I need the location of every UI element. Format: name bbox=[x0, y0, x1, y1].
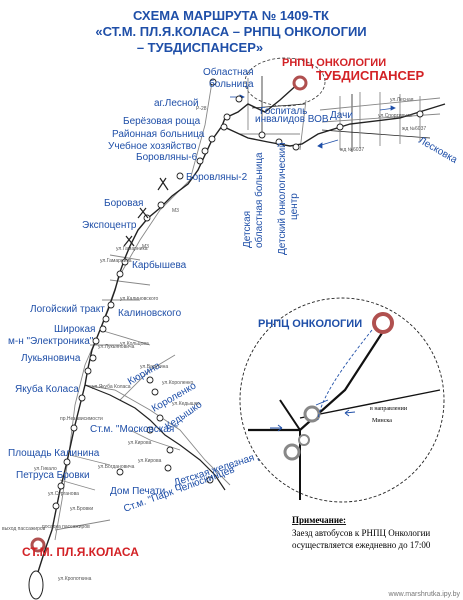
stop-yakuba-kolasa: Якуба Коласа bbox=[15, 383, 79, 395]
stop-war-veterans-hospital-1: Госпиталь bbox=[260, 106, 307, 117]
oncology-zoom-marker bbox=[244, 57, 326, 107]
stop-markers bbox=[52, 78, 424, 510]
terminal-loop bbox=[28, 570, 44, 600]
map-title-line-3: – ТУБДИСПАНСЕР» bbox=[137, 40, 263, 55]
note-line-2: осуществляется ежедневно до 17:00 bbox=[292, 540, 431, 550]
street-label-9: пр.Независимости bbox=[60, 416, 103, 422]
street-label-24: М3 bbox=[172, 208, 179, 214]
stop-borovaya: Боровая bbox=[104, 198, 143, 209]
inset-arrow-2 bbox=[344, 409, 356, 417]
street-label-0: ул.Лесная bbox=[390, 97, 414, 103]
stop-press-house: Дом Печати bbox=[110, 486, 165, 497]
stop-oblastnaya-2: больница bbox=[209, 78, 254, 90]
stop-lukyanovicha: Лукьяновича bbox=[21, 353, 81, 364]
inset-direction-line-2: Минска bbox=[372, 418, 392, 424]
oncology-inset: РНПЦ ОНКОЛОГИИ в направлении Минска bbox=[239, 297, 445, 503]
map-title-line-1: СХЕМА МАРШРУТА № 1409-ТК bbox=[133, 8, 329, 23]
stop-childrens-oncology-2: центр bbox=[289, 193, 300, 220]
street-label-19: ул.Кропоткина bbox=[58, 576, 92, 582]
street-label-25: М3 bbox=[142, 244, 149, 250]
inset-direction-line-1: в направлении bbox=[370, 406, 408, 412]
stop-karbysheva: Карбышева bbox=[132, 259, 187, 271]
inset-arrow-1 bbox=[270, 424, 283, 432]
stop-childrens-regional-hospital-1: Детская bbox=[242, 211, 253, 248]
street-label-1: ул.Спортивная bbox=[378, 113, 413, 119]
route-branch-tub bbox=[221, 103, 446, 147]
note-heading: Примечание: bbox=[292, 515, 346, 525]
stop-brovki: Петруса Бровки bbox=[16, 470, 90, 481]
street-label-3: жд №6037 bbox=[402, 126, 426, 132]
start-stop-marker bbox=[30, 537, 46, 553]
stop-oblastnaya-1: Областная bbox=[203, 66, 254, 78]
stop-leskovka: Лесковка bbox=[417, 135, 460, 166]
stop-training-farm: Учебное хозяйство bbox=[108, 140, 197, 152]
stop-logoisk-tract: Логойский тракт bbox=[30, 304, 105, 315]
tub-label: ТУБДИСПАНСЕР bbox=[316, 68, 425, 83]
inset-oncology-label: РНПЦ ОНКОЛОГИИ bbox=[258, 318, 362, 330]
street-label-6: ул.Лукьяновича bbox=[98, 344, 135, 350]
map-title-line-2: «СТ.М. ПЛ.Я.КОЛАСА – РНПЦ ОНКОЛОГИИ bbox=[95, 24, 366, 39]
inset-cross-road bbox=[279, 399, 301, 500]
street-label-18: посадка пассажиров bbox=[42, 524, 90, 530]
start-label: СТ.М. ПЛ.Я.КОЛАСА bbox=[22, 545, 139, 559]
street-labels: ул.Лесная ул.Спортивная жд №6037 жд №603… bbox=[2, 97, 426, 582]
stop-lesnoy: аг.Лесной bbox=[154, 98, 199, 109]
stop-war-veterans-hospital-2: инвалидов ВОВ bbox=[255, 114, 329, 125]
watermark: www.marshrutka.ipy.by bbox=[388, 591, 461, 598]
road-network bbox=[54, 78, 441, 541]
stop-borovlyany-2: Боровляны-2 bbox=[186, 172, 248, 183]
street-label-15: ул.Богдановича bbox=[98, 464, 135, 470]
street-label-14: ул.Кирова bbox=[138, 458, 162, 464]
street-label-21: ул.Гикало bbox=[34, 466, 57, 472]
oncology-label: РНПЦ ОНКОЛОГИИ bbox=[282, 57, 386, 69]
street-label-23: Р-28 bbox=[196, 106, 207, 112]
stop-kalinovskogo: Калиновского bbox=[118, 308, 182, 319]
stop-dachi: Дачи bbox=[330, 110, 353, 121]
street-label-2: жд №6037 bbox=[340, 147, 364, 153]
stop-electronika: м-н "Электроника" bbox=[8, 336, 94, 347]
stop-borovlyany-6: Боровляны-6 bbox=[136, 152, 198, 163]
inset-oncology-marker bbox=[372, 312, 394, 334]
street-label-5: ул.Калиновского bbox=[120, 296, 158, 302]
stop-shirokaya: Широкая bbox=[54, 324, 95, 335]
stop-moskovskaya: Ст.м. "Московская" bbox=[90, 424, 178, 435]
inset-stop-3 bbox=[298, 434, 310, 446]
inset-arrow-3 bbox=[315, 399, 329, 406]
junction-markers bbox=[123, 177, 169, 247]
street-label-11: ул.Короленко bbox=[162, 380, 194, 386]
street-label-12: ул.Кедышко bbox=[172, 401, 200, 407]
stop-district-hospital: Районная больница bbox=[112, 128, 205, 140]
street-label-20: ул.Бровки bbox=[70, 506, 93, 512]
oncology-stop-marker bbox=[292, 75, 308, 91]
inset-route-dashed bbox=[317, 329, 373, 421]
inset-main-road bbox=[248, 329, 385, 432]
street-label-10: ул.Ватутина bbox=[140, 364, 168, 370]
inset-stop-1 bbox=[303, 405, 321, 423]
stop-childrens-regional-hospital-2: областная больница bbox=[253, 152, 265, 248]
stop-expocenter: Экспоцентр bbox=[82, 220, 137, 231]
street-label-13: ул.Кирова bbox=[128, 440, 152, 446]
stop-childrens-oncology-1: Детский онкологический bbox=[277, 142, 288, 255]
street-label-8: ул.Якуба Коласа bbox=[92, 384, 131, 390]
stop-kalinina-square: Площадь Калинина bbox=[8, 448, 100, 459]
inset-stop-2 bbox=[283, 443, 301, 461]
stop-birch-grove: Берёзовая роща bbox=[123, 116, 201, 127]
street-label-17: выход пассажиров bbox=[2, 526, 46, 532]
street-label-16: ул.Сурганова bbox=[48, 491, 79, 497]
street-label-22: ул.Гамарника bbox=[116, 246, 148, 252]
street-label-7: ул.Кольцова bbox=[120, 341, 149, 347]
route-city-loop bbox=[84, 384, 226, 491]
street-label-4: ул.Гамарника bbox=[100, 258, 132, 264]
inset-side-road bbox=[299, 389, 441, 419]
note-line-1: Заезд автобусов к РНПЦ Онкологии bbox=[292, 528, 430, 538]
